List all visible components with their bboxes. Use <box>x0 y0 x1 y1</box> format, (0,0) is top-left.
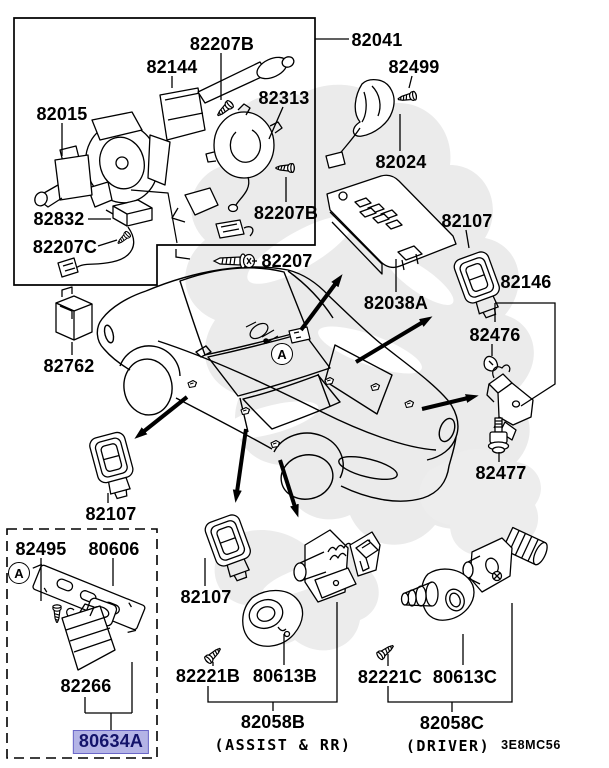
part-label-82207: 82207 <box>261 251 313 271</box>
callout-a-car: A <box>271 343 293 365</box>
group-box-column-switch <box>13 17 316 286</box>
part-label-82207b-bot: 82207B <box>253 203 319 223</box>
part-label-80606: 80606 <box>88 539 140 559</box>
car-illustration <box>96 266 459 502</box>
window-switch-left-sketch <box>87 430 140 503</box>
part-label-80613b: 80613B <box>252 666 318 686</box>
part-label-82221c: 82221C <box>357 667 423 687</box>
callout-arrows <box>134 274 479 518</box>
part-label-82495: 82495 <box>15 539 67 559</box>
part-label-82107-left: 82107 <box>85 504 137 524</box>
part-label-82146: 82146 <box>500 272 552 292</box>
part-label-82762: 82762 <box>43 356 95 376</box>
callout-a-box: A <box>8 562 30 584</box>
part-label-82207c: 82207C <box>32 237 98 257</box>
selected-part-label-80634a: 80634A <box>72 730 150 754</box>
column-switch-assembly-sketch <box>34 56 295 278</box>
relay-sketch <box>55 286 93 341</box>
caption-driver: (DRIVER) <box>405 737 491 755</box>
part-label-82107-mid: 82107 <box>180 587 232 607</box>
master-window-switch-sketch <box>326 174 457 275</box>
part-label-82832: 82832 <box>33 209 85 229</box>
mirror-switch-sketch <box>325 78 395 169</box>
part-label-82221b: 82221B <box>175 666 241 686</box>
part-label-82058b: 82058B <box>240 712 306 732</box>
part-label-82107-right: 82107 <box>441 211 493 231</box>
leader-lines <box>40 38 556 730</box>
screw-sketches <box>52 90 418 666</box>
part-label-82499: 82499 <box>388 57 440 77</box>
driver-lock-actuator-sketch <box>355 526 548 621</box>
part-label-82476: 82476 <box>469 325 521 345</box>
part-label-82015: 82015 <box>36 104 88 124</box>
part-label-82144: 82144 <box>146 57 198 77</box>
part-label-82313: 82313 <box>258 88 310 108</box>
part-label-82207b-top: 82207B <box>189 34 255 54</box>
group-box-sunroof-switch <box>6 528 158 759</box>
sunroof-switch-assembly-sketch <box>32 563 146 671</box>
part-label-82024: 82024 <box>375 152 427 172</box>
part-label-82477: 82477 <box>475 463 527 483</box>
part-label-82266: 82266 <box>60 676 112 696</box>
part-label-80613c: 80613C <box>432 667 498 687</box>
diagram-code: 3E8MC56 <box>501 738 561 752</box>
watermark-graphic <box>185 84 541 651</box>
part-label-82041: 82041 <box>351 30 403 50</box>
part-label-82058c: 82058C <box>419 713 485 733</box>
caption-assist-rr: (ASSIST & RR) <box>214 736 352 754</box>
part-label-82038a: 82038A <box>363 293 429 313</box>
